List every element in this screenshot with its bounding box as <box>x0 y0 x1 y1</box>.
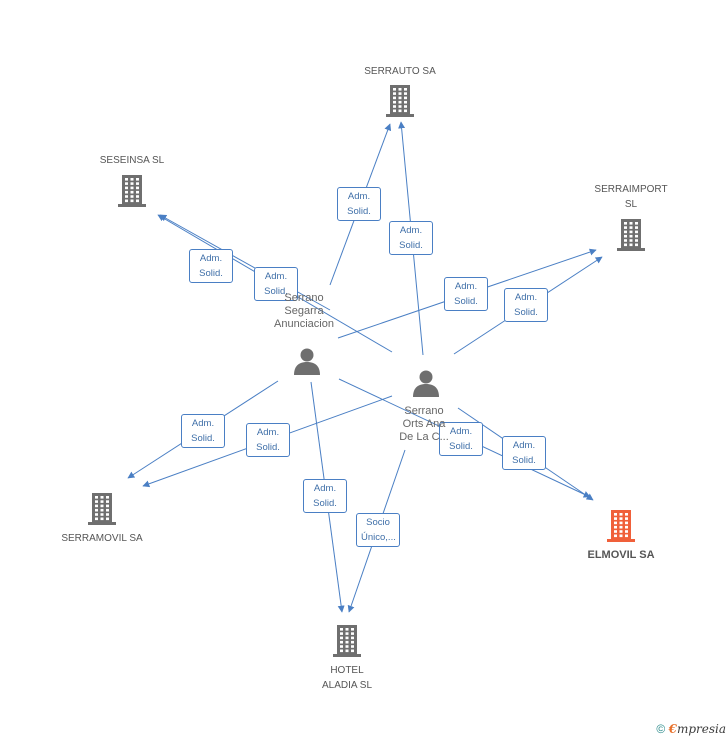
relation-label-p2-seseinsa[interactable]: Adm. Solid. <box>254 267 298 301</box>
building-icon[interactable] <box>384 83 416 124</box>
copyright-symbol: © <box>656 722 666 736</box>
relation-edge-p1-seseinsa <box>159 214 331 311</box>
building-icon[interactable] <box>605 508 637 549</box>
relation-label-p1-serraimport[interactable]: Adm. Solid. <box>444 277 488 311</box>
footer-brand: © €mpresia <box>656 722 726 736</box>
relation-label-p1-seseinsa[interactable]: Adm. Solid. <box>189 249 233 283</box>
person-icon[interactable] <box>292 346 322 381</box>
relation-label-p2-serramovil[interactable]: Adm. Solid. <box>246 423 290 457</box>
relation-label-p2-serraimport[interactable]: Adm. Solid. <box>504 288 548 322</box>
company-label-seseinsa[interactable]: SESEINSA SL <box>99 155 165 166</box>
relation-label-p2-serrauto[interactable]: Adm. Solid. <box>389 221 433 255</box>
building-icon[interactable] <box>615 217 647 258</box>
person-label-p1[interactable]: Serrano Segarra Anunciacion <box>274 292 334 330</box>
company-label-serraimport[interactable]: SERRAIMPORT SL <box>594 184 668 210</box>
company-label-serramovil[interactable]: SERRAMOVIL SA <box>61 533 143 544</box>
relation-label-p1-serramovil[interactable]: Adm. Solid. <box>181 414 225 448</box>
relation-label-p1-hotel[interactable]: Adm. Solid. <box>303 479 347 513</box>
relation-label-p1-elmovil[interactable]: Adm. Solid. <box>439 422 483 456</box>
company-label-elmovil[interactable]: ELMOVIL SA <box>587 549 655 561</box>
building-icon[interactable] <box>86 491 118 532</box>
relation-label-p1-serrauto[interactable]: Adm. Solid. <box>337 187 381 221</box>
person-icon[interactable] <box>411 368 441 403</box>
relation-label-p2-elmovil[interactable]: Adm. Solid. <box>502 436 546 470</box>
building-icon[interactable] <box>116 173 148 214</box>
relation-label-p2-hotel[interactable]: Socio Único,... <box>356 513 400 547</box>
company-label-hotel[interactable]: HOTEL ALADIA SL <box>321 665 373 691</box>
empresia-logo[interactable]: €mpresia <box>668 722 726 736</box>
company-label-serrauto[interactable]: SERRAUTO SA <box>364 66 436 77</box>
person-label-p2[interactable]: Serrano Orts Ana De La C... <box>399 405 449 443</box>
building-icon[interactable] <box>331 623 363 664</box>
